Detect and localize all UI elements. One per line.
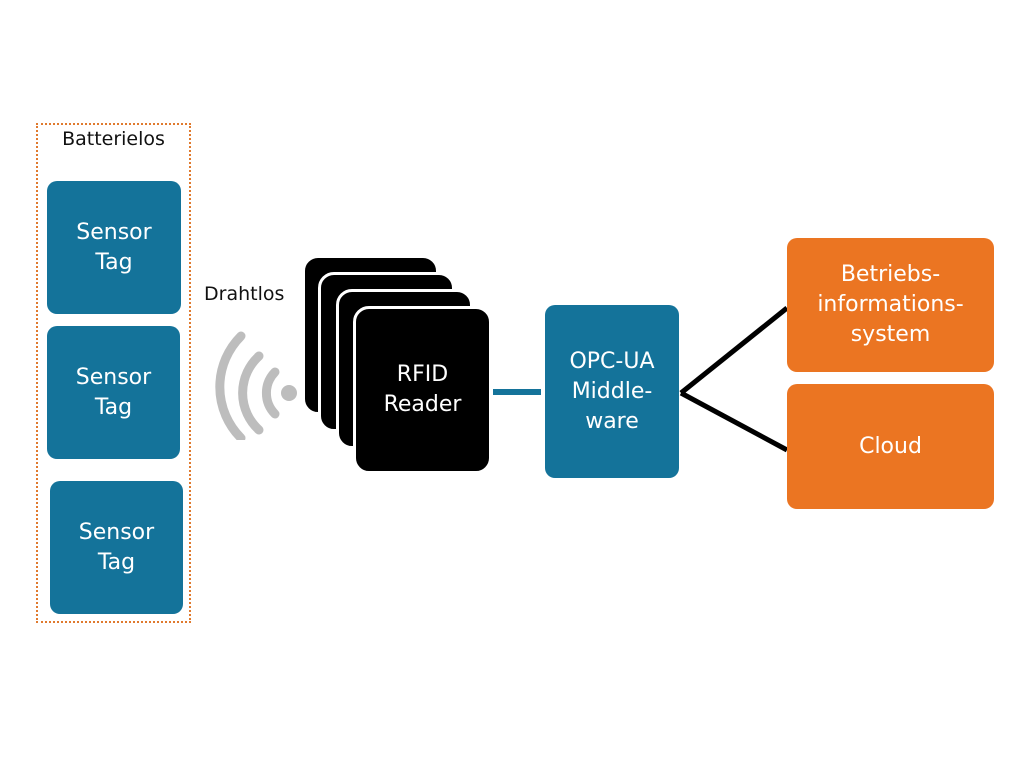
opc-ua-middleware[interactable]: OPC-UA Middle- ware [545, 305, 679, 478]
signal-arc-3 [215, 331, 246, 440]
cloud[interactable]: Cloud [787, 384, 994, 509]
sensor-tag-2[interactable]: Sensor Tag [47, 326, 180, 459]
connector-to-bis [679, 306, 789, 395]
group-label: Batterielos [62, 128, 165, 150]
reader-middleware-connector [493, 389, 541, 395]
signal-arc-2 [238, 351, 264, 435]
middleware-connectors [679, 306, 789, 453]
connector-to-cloud [679, 390, 789, 453]
sensor-tag-1[interactable]: Sensor Tag [47, 181, 181, 314]
sensor-tag-3[interactable]: Sensor Tag [50, 481, 183, 614]
wireless-label: Drahtlos [204, 283, 285, 305]
rfid-reader[interactable]: RFID Reader [353, 306, 492, 474]
wireless-signal-icon [215, 331, 297, 440]
signal-arc-1 [261, 367, 280, 419]
business-information-system[interactable]: Betriebs- informations- system [787, 238, 994, 372]
battery-free-group [36, 123, 191, 623]
signal-dot [281, 385, 297, 401]
